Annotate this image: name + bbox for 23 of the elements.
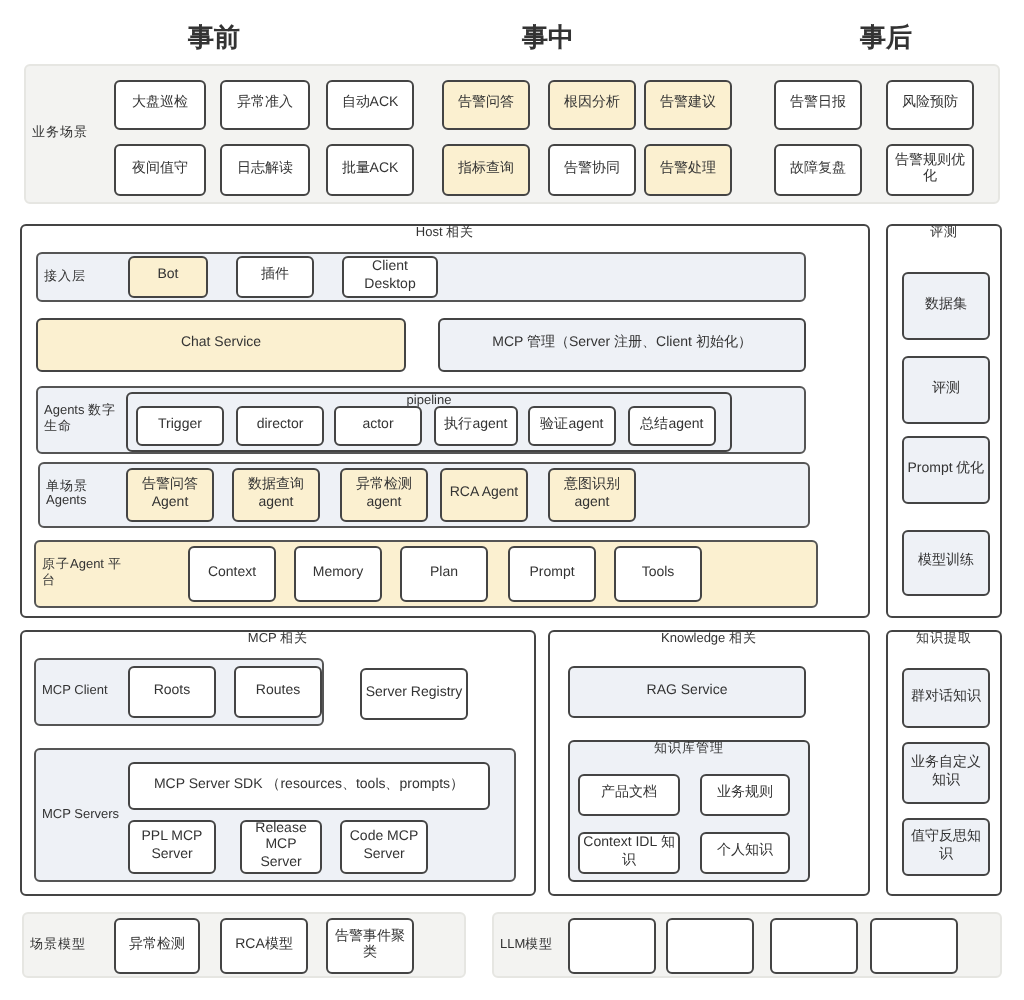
phase-heading: 事中 — [522, 20, 574, 56]
group-panel — [126, 392, 732, 452]
group-panel — [568, 740, 810, 882]
group-panel — [548, 630, 870, 896]
model-box — [870, 918, 958, 974]
layer-band — [34, 748, 516, 882]
model-box — [568, 918, 656, 974]
group-panel — [886, 630, 1002, 896]
layer-band — [36, 252, 806, 302]
layer-band — [492, 912, 1002, 978]
phase-heading: 事前 — [188, 20, 240, 56]
group-panel — [20, 630, 536, 896]
layer-band — [24, 64, 1000, 204]
layer-band — [34, 540, 818, 608]
group-panel — [886, 224, 1002, 618]
layer-band — [38, 462, 810, 528]
layer-band — [22, 912, 466, 978]
model-box — [666, 918, 754, 974]
phase-heading: 事后 — [860, 20, 912, 56]
group-panel — [20, 224, 870, 618]
model-box — [770, 918, 858, 974]
layer-band — [36, 386, 806, 454]
layer-band — [34, 658, 324, 726]
